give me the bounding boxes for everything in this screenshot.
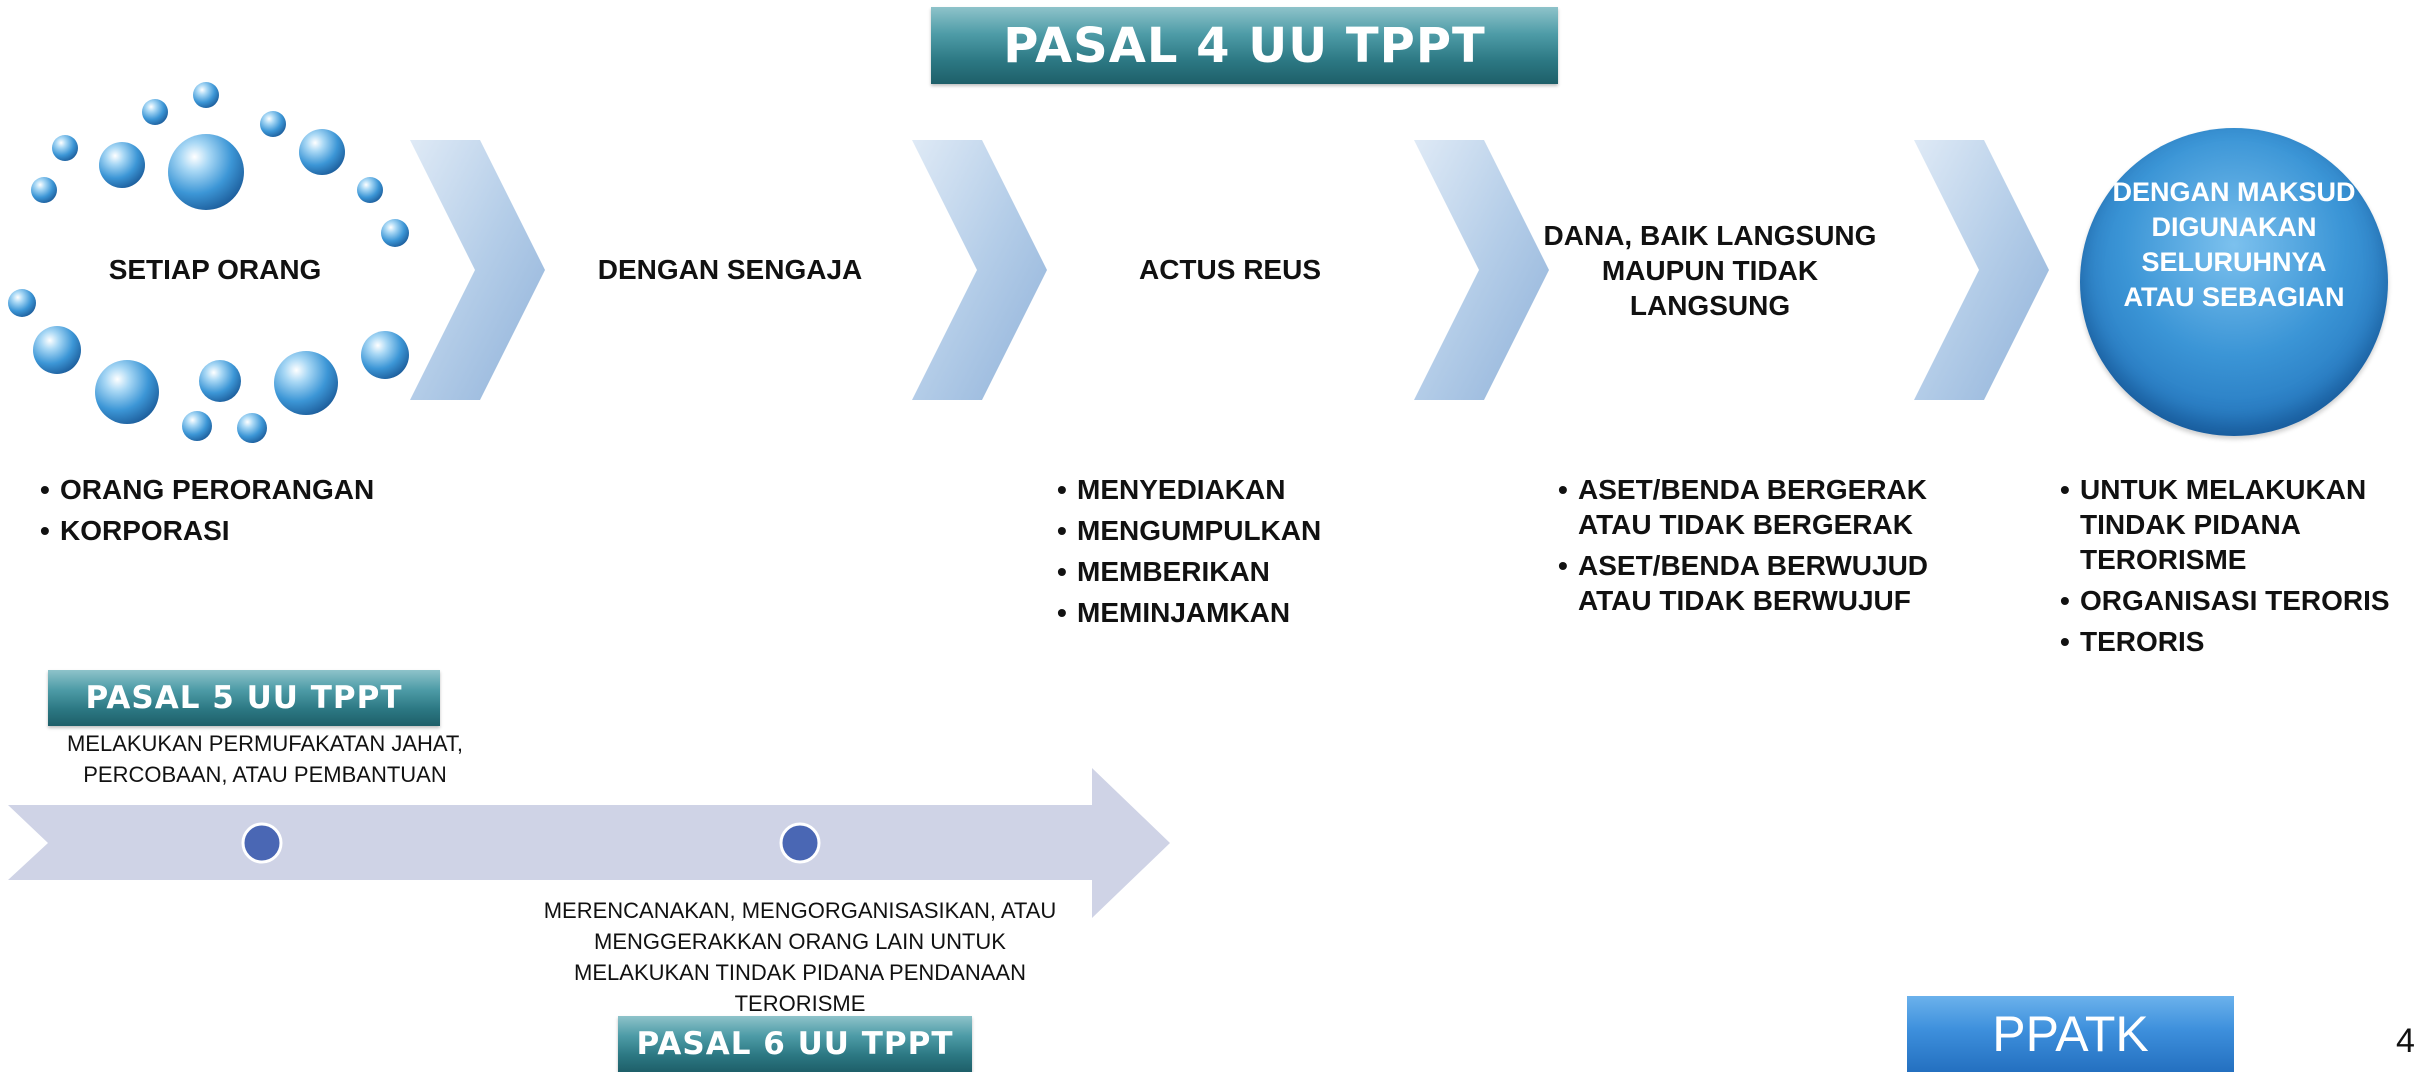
title-banner: PASAL 4 UU TPPT (931, 7, 1558, 84)
list-item: MEMINJAMKAN (1057, 595, 1377, 630)
chevron-arrow-2 (912, 140, 1047, 400)
step-dana: DANA, BAIK LANGSUNG MAUPUN TIDAK LANGSUN… (1543, 220, 1877, 321)
list-item: ORGANISASI TERORIS (2060, 583, 2405, 618)
list-item: ORANG PERORANGAN (40, 472, 460, 507)
list-maksud: UNTUK MELAKUKAN TINDAK PIDANA TERORISME … (2060, 472, 2405, 665)
chevron-arrow-4 (1914, 140, 2049, 400)
step-dengan-sengaja: DENGAN SENGAJA (597, 254, 863, 285)
pasal5-caption: MELAKUKAN PERMUFAKATAN JAHAT, PERCOBAAN,… (66, 731, 464, 787)
timeline-arrow (8, 768, 1170, 918)
pasal6-banner: PASAL 6 UU TPPT (618, 1016, 972, 1072)
timeline-dot-pasal6 (779, 822, 821, 864)
chevron-arrow-3 (1414, 140, 1549, 400)
pasal5-banner: PASAL 5 UU TPPT (48, 670, 440, 726)
step-setiap-orang: SETIAP ORANG (108, 254, 322, 285)
maksud-circle-label: DENGAN MAKSUD DIGUNAKAN SELURUHNYA ATAU … (2112, 177, 2356, 312)
list-item: MENYEDIAKAN (1057, 472, 1377, 507)
list-item: ASET/BENDA BERWUJUD ATAU TIDAK BERWUJUF (1558, 548, 1958, 618)
list-item: ASET/BENDA BERGERAK ATAU TIDAK BERGERAK (1558, 472, 1958, 542)
list-item: MENGUMPULKAN (1057, 513, 1377, 548)
chevron-arrow-1 (410, 140, 545, 400)
ppatk-logo: PPATK (1907, 996, 2234, 1072)
timeline-dot-pasal5 (241, 822, 283, 864)
list-item: UNTUK MELAKUKAN TINDAK PIDANA TERORISME (2060, 472, 2405, 577)
list-item: KORPORASI (40, 513, 460, 548)
bubble-ring-decoration (8, 82, 409, 443)
page-number: 4 (2396, 1022, 2415, 1060)
list-dana: ASET/BENDA BERGERAK ATAU TIDAK BERGERAK … (1558, 472, 1958, 624)
list-item: MEMBERIKAN (1057, 554, 1377, 589)
maksud-circle (2080, 128, 2388, 436)
list-item: TERORIS (2060, 624, 2405, 659)
step-actus-reus: ACTUS REUS (1138, 254, 1321, 285)
list-actus-reus: MENYEDIAKAN MENGUMPULKAN MEMBERIKAN MEMI… (1057, 472, 1377, 636)
list-setiap-orang: ORANG PERORANGAN KORPORASI (40, 472, 460, 554)
pasal6-caption: MERENCANAKAN, MENGORGANISASIKAN, ATAU ME… (543, 898, 1057, 1016)
